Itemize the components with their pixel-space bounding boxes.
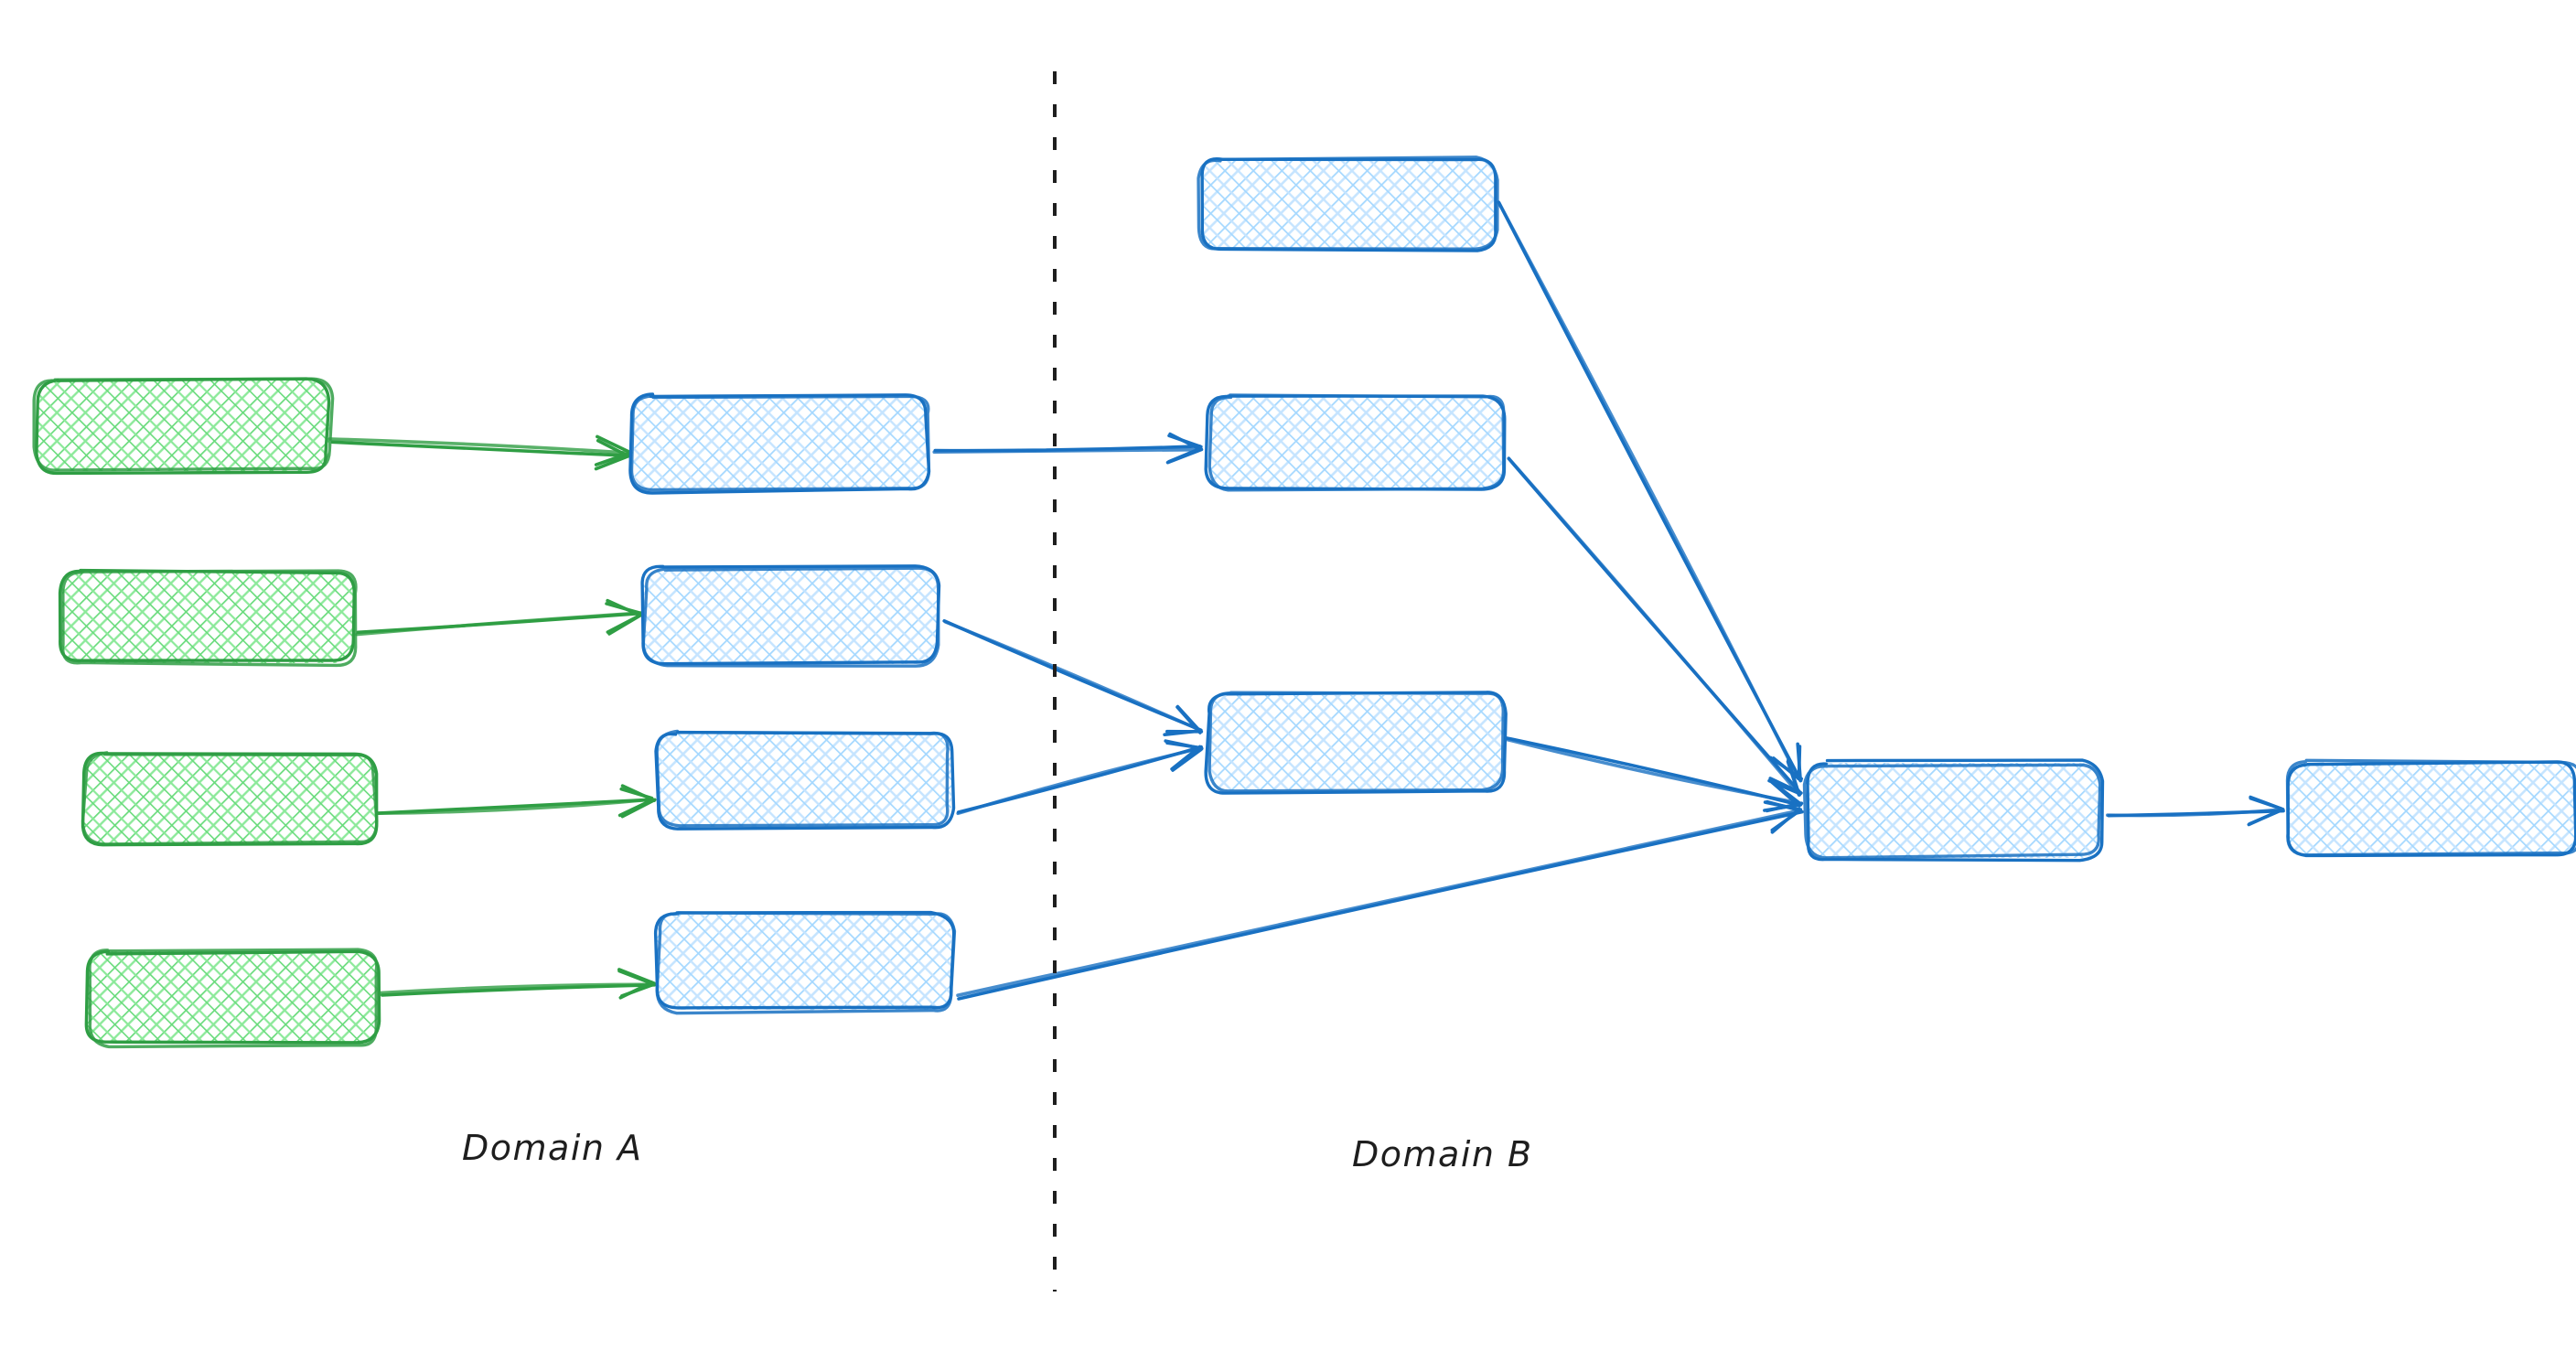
- node-fill-hatch-b: [84, 753, 377, 844]
- edge-hub-to-out: [2106, 795, 2285, 827]
- node-out[interactable]: [2285, 758, 2576, 858]
- edge-arrowhead: [605, 602, 643, 616]
- edge-arrowhead: [617, 968, 656, 985]
- edge-arrowhead: [1768, 777, 1803, 795]
- edge-shaft: [956, 809, 1802, 997]
- node-outline: [655, 729, 950, 828]
- edge-b4-to-hub: [956, 799, 1804, 1001]
- node-hub[interactable]: [1802, 758, 2105, 863]
- edge-shaft: [1505, 737, 1804, 806]
- edge-shaft: [355, 611, 644, 637]
- edge-shaft: [956, 746, 1203, 816]
- node-outline: [1802, 763, 2102, 860]
- edge-arrowhead: [594, 454, 630, 471]
- node-fill-hatch-b: [1201, 159, 1496, 251]
- edge-b2-to-c3: [942, 619, 1204, 737]
- node-fill-hatch-b: [1209, 395, 1504, 490]
- edge-a3-to-b3: [375, 784, 657, 819]
- nodes-layer: [32, 155, 2576, 1049]
- edge-shaft: [378, 982, 654, 995]
- edge-arrowhead: [1796, 742, 1803, 783]
- node-c1[interactable]: [1197, 155, 1499, 252]
- node-outline: [629, 394, 931, 492]
- edge-arrowhead: [1771, 756, 1802, 782]
- node-outline: [1197, 155, 1499, 251]
- node-outline: [35, 377, 331, 476]
- node-a1[interactable]: [32, 377, 335, 476]
- node-outline: [1208, 691, 1505, 793]
- node-outline: [1208, 393, 1506, 492]
- edge-shaft: [932, 447, 1203, 454]
- node-outline: [2285, 758, 2576, 857]
- edge-arrowhead: [618, 981, 654, 1000]
- edge-arrowhead: [596, 434, 633, 455]
- edge-arrowhead: [1770, 809, 1801, 832]
- edge-shaft: [1507, 456, 1802, 797]
- node-outline: [88, 948, 379, 1049]
- edge-c3-to-hub: [1504, 736, 1804, 813]
- node-outline: [655, 911, 957, 1015]
- node-b4[interactable]: [653, 910, 957, 1015]
- edge-shaft: [375, 798, 655, 816]
- node-fill-hatch-b: [643, 569, 938, 664]
- edge-a1-to-b1: [327, 434, 633, 471]
- edge-arrowhead: [2247, 808, 2284, 827]
- node-outline: [58, 568, 356, 662]
- edge-a2-to-b2: [355, 598, 644, 637]
- node-a4[interactable]: [84, 948, 381, 1049]
- edge-shaft: [957, 809, 1804, 1001]
- edge-arrowhead: [1770, 780, 1803, 806]
- node-fill-hatch-b: [1807, 763, 2101, 858]
- edge-b1-to-c2: [932, 432, 1204, 465]
- node-fill-hatch-b: [1209, 695, 1504, 790]
- edge-c1-to-hub: [1497, 200, 1804, 783]
- edge-shaft: [1497, 200, 1800, 781]
- labels-layer: Domain A Domain B: [462, 1128, 1533, 1174]
- node-a2[interactable]: [58, 568, 358, 668]
- edges-layer: [327, 200, 2285, 1001]
- label-domain-a: Domain A: [462, 1128, 643, 1168]
- edge-arrowhead: [607, 613, 644, 636]
- edge-shaft: [330, 440, 630, 458]
- edge-arrowhead: [1163, 729, 1203, 737]
- edge-arrowhead: [1171, 747, 1203, 772]
- edge-shaft: [327, 437, 632, 456]
- edge-arrowhead: [1170, 745, 1202, 771]
- node-fill-hatch-b: [657, 732, 951, 827]
- node-fill-hatch-b: [657, 915, 951, 1010]
- node-b3[interactable]: [654, 729, 956, 831]
- edge-arrowhead: [617, 798, 654, 818]
- edge-arrowhead: [1175, 704, 1202, 734]
- edge-arrowhead: [2249, 795, 2284, 811]
- label-domain-b: Domain B: [1352, 1134, 1533, 1174]
- node-fill-hatch-b: [62, 572, 355, 663]
- node-fill-hatch-b: [633, 395, 928, 490]
- node-outline: [80, 751, 379, 846]
- node-fill-hatch-b: [86, 951, 379, 1043]
- node-b2[interactable]: [640, 564, 941, 668]
- node-c3[interactable]: [1204, 691, 1508, 795]
- node-fill-hatch-b: [37, 380, 329, 471]
- node-a3[interactable]: [80, 751, 379, 847]
- node-b1[interactable]: [628, 392, 931, 495]
- edge-shaft: [2106, 808, 2283, 818]
- edge-arrowhead: [1165, 447, 1204, 465]
- node-outline: [641, 566, 940, 668]
- node-outline: [32, 377, 335, 472]
- edge-shaft: [943, 619, 1203, 733]
- edge-a4-to-b4: [378, 968, 657, 1000]
- node-fill-hatch-b: [2287, 763, 2576, 854]
- edge-arrowhead: [1766, 799, 1802, 812]
- node-c2[interactable]: [1204, 393, 1507, 492]
- edge-arrowhead: [596, 438, 630, 458]
- edge-c2-to-hub: [1507, 456, 1803, 797]
- edge-b3-to-c3: [956, 739, 1204, 816]
- node-outline: [61, 569, 358, 668]
- edge-arrowhead: [1787, 758, 1801, 797]
- edge-arrowhead: [620, 784, 657, 802]
- edge-arrowhead: [1164, 739, 1204, 751]
- edge-arrowhead: [1168, 432, 1201, 451]
